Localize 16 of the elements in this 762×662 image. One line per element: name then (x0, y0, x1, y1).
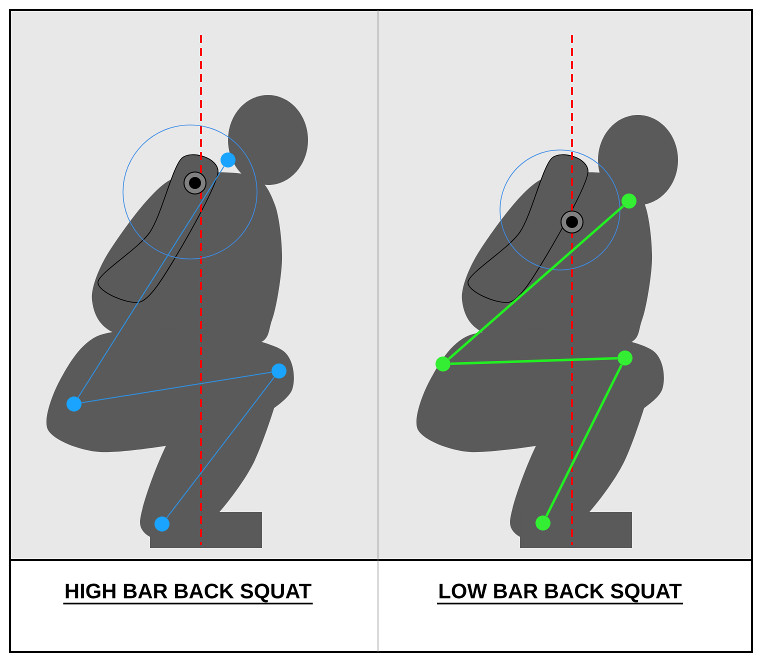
caption: HIGH BAR BACK SQUAT (63, 584, 313, 604)
body-segment-line (450, 357, 618, 365)
caption: LOW BAR BACK SQUAT (436, 584, 684, 604)
joint-dot (272, 364, 286, 378)
body-segment-line (166, 376, 275, 518)
body-segment-line (545, 364, 623, 517)
joint-dot (618, 350, 632, 366)
joint-dot (436, 356, 450, 372)
joint-dot (66, 396, 82, 412)
joint-dot (220, 152, 236, 168)
body-segment-line (78, 166, 224, 398)
joint-dot (536, 516, 550, 530)
body-segment-line (448, 205, 624, 360)
body-segment-line (81, 372, 272, 404)
joint-dot (154, 516, 170, 532)
joint-dot (622, 194, 636, 208)
